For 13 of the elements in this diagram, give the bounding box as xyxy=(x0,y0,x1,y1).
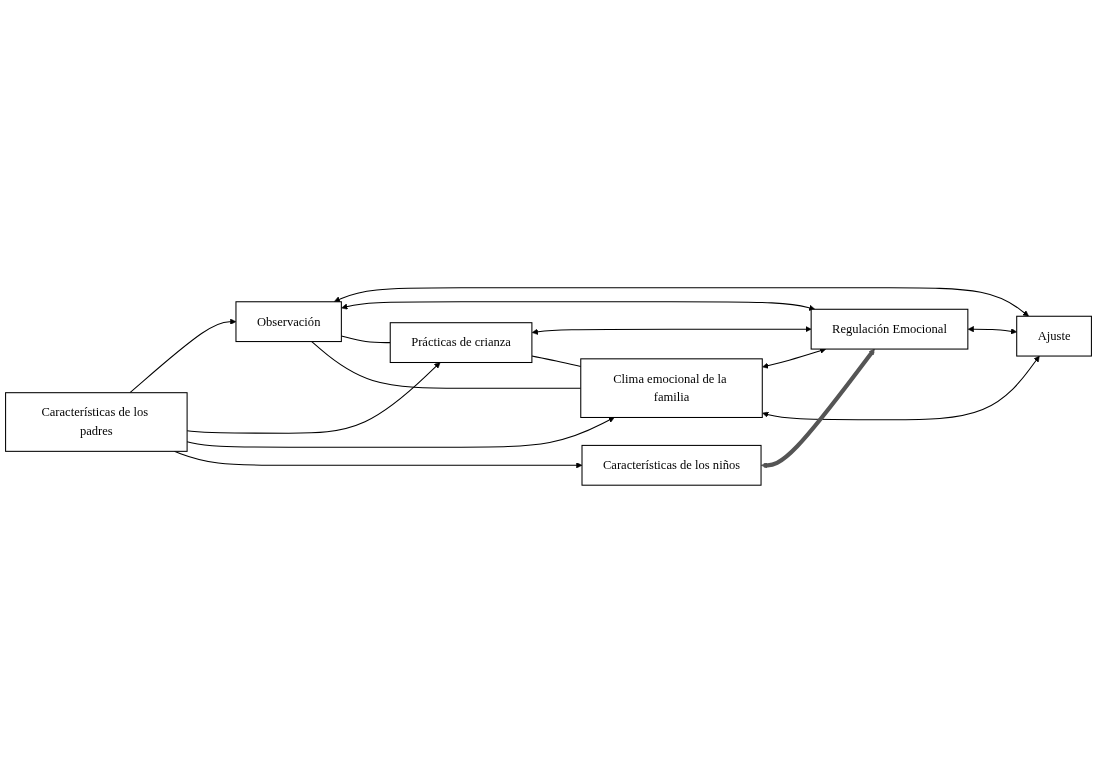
node-box: Clima emocional de la familia xyxy=(580,358,763,418)
node-box: Características de los padres xyxy=(5,392,188,452)
node-box: Regulación Emocional xyxy=(810,308,969,350)
arrow xyxy=(762,355,1040,421)
node-box: Características de los niños xyxy=(581,444,762,486)
node-box: Prácticas de crianza xyxy=(389,322,533,364)
arrow xyxy=(531,326,812,335)
arrow xyxy=(333,287,1029,317)
arrow xyxy=(967,326,1017,335)
node-box: Ajuste xyxy=(1016,315,1092,357)
arrow xyxy=(341,301,816,311)
node-box: Observación xyxy=(235,301,342,343)
arrow xyxy=(761,348,875,469)
